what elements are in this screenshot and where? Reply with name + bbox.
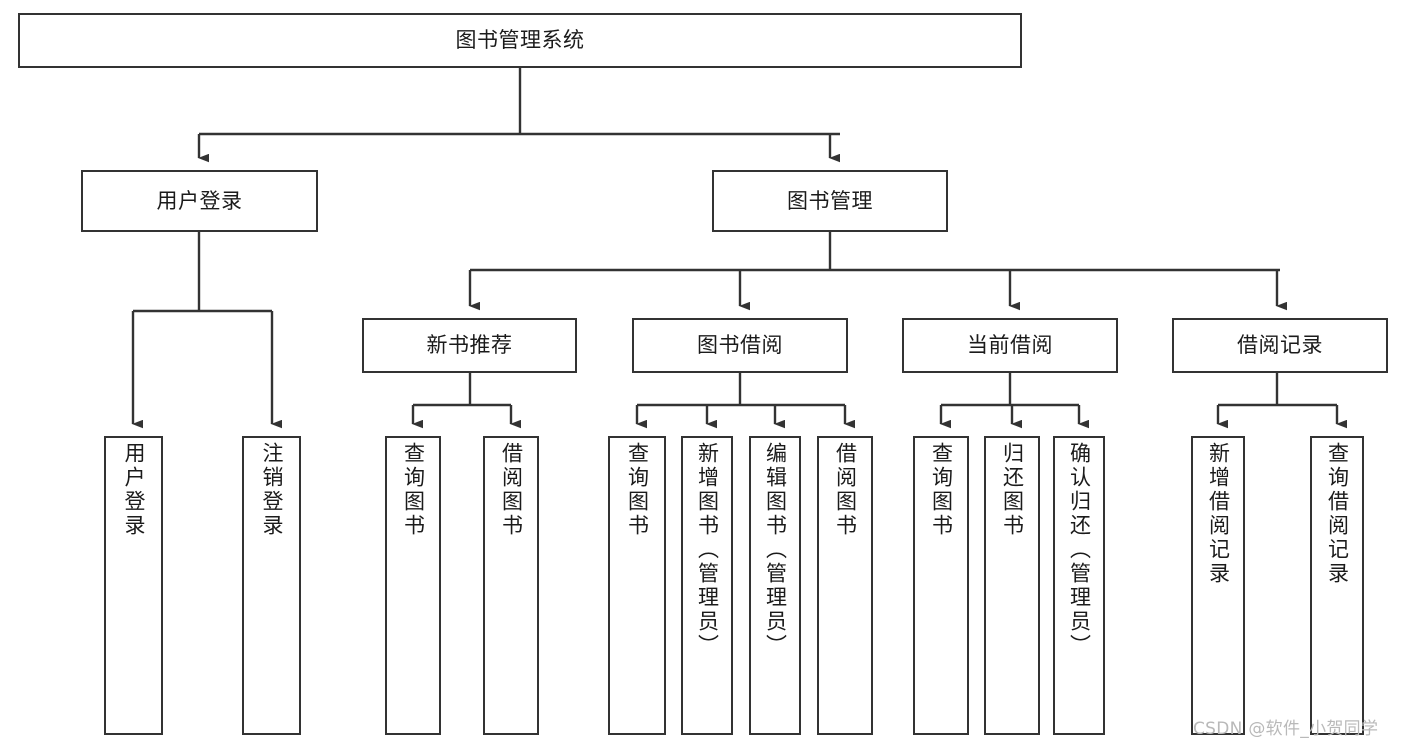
node-leaf-add-record-label: 新增借阅记录 [1206,442,1231,586]
node-leaf-query-book-3-label: 查询图书 [929,442,954,538]
node-leaf-return-book-label: 归还图书 [1000,442,1025,538]
node-leaf-return-book[interactable]: 归还图书 [984,436,1040,735]
node-leaf-user-login-label: 用户登录 [122,442,146,538]
node-leaf-borrow-book-1-label: 借阅图书 [499,442,524,538]
node-leaf-query-book-2-label: 查询图书 [625,442,650,538]
node-leaf-logout-label: 注销登录 [260,442,284,538]
watermark-text: CSDN @软件_小贺同学 [1193,719,1379,739]
node-leaf-logout[interactable]: 注销登录 [242,436,301,735]
node-leaf-add-book-label: 新增图书（管理员） [695,442,720,658]
node-book-manage[interactable]: 图书管理 [712,170,948,232]
node-leaf-query-record[interactable]: 查询借阅记录 [1310,436,1364,735]
node-book-borrow-label: 图书借阅 [697,333,783,358]
node-user-login-label: 用户登录 [156,188,243,213]
node-current-borrow[interactable]: 当前借阅 [902,318,1118,373]
node-leaf-add-record[interactable]: 新增借阅记录 [1191,436,1245,735]
node-book-borrow[interactable]: 图书借阅 [632,318,848,373]
node-user-login[interactable]: 用户登录 [81,170,318,232]
node-leaf-query-book-1-label: 查询图书 [401,442,426,538]
node-book-manage-label: 图书管理 [787,188,873,213]
node-leaf-query-book-2[interactable]: 查询图书 [608,436,666,735]
node-leaf-confirm-return-label: 确认归还（管理员） [1067,442,1092,658]
node-root[interactable]: 图书管理系统 [18,13,1022,68]
node-current-borrow-label: 当前借阅 [967,333,1053,358]
node-new-book-recommendation-label: 新书推荐 [426,333,513,358]
node-leaf-borrow-book-1[interactable]: 借阅图书 [483,436,539,735]
node-borrow-record-label: 借阅记录 [1237,333,1323,358]
node-leaf-add-book[interactable]: 新增图书（管理员） [681,436,733,735]
node-leaf-borrow-book-2[interactable]: 借阅图书 [817,436,873,735]
node-leaf-edit-book-label: 编辑图书（管理员） [763,442,788,658]
node-root-label: 图书管理系统 [455,28,585,53]
node-leaf-edit-book[interactable]: 编辑图书（管理员） [749,436,801,735]
node-leaf-confirm-return[interactable]: 确认归还（管理员） [1053,436,1105,735]
node-new-book-recommendation[interactable]: 新书推荐 [362,318,577,373]
node-leaf-query-record-label: 查询借阅记录 [1325,442,1350,586]
node-borrow-record[interactable]: 借阅记录 [1172,318,1388,373]
node-leaf-borrow-book-2-label: 借阅图书 [833,442,858,538]
node-leaf-query-book-3[interactable]: 查询图书 [913,436,969,735]
node-leaf-user-login[interactable]: 用户登录 [104,436,163,735]
node-leaf-query-book-1[interactable]: 查询图书 [385,436,441,735]
